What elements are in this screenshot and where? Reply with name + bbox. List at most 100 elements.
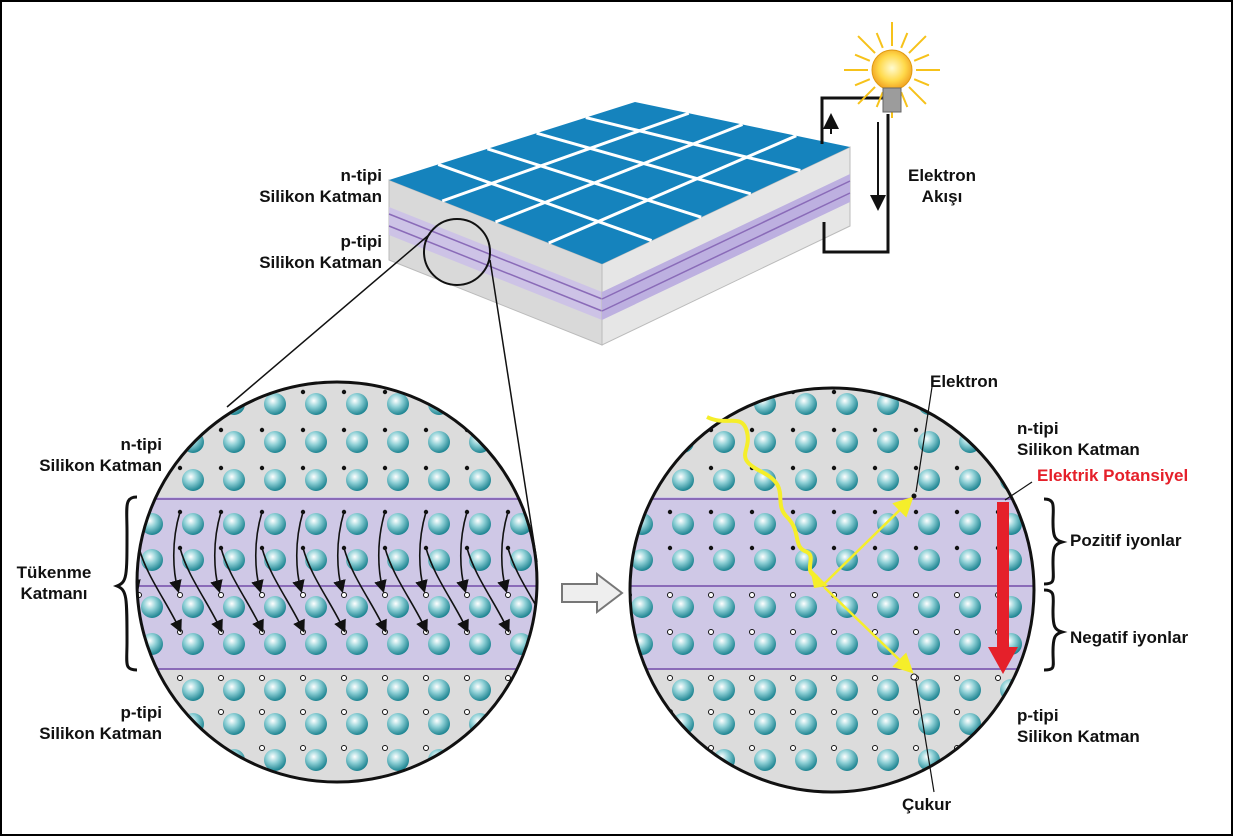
silicon-atom: [713, 713, 735, 735]
silicon-atom: [836, 469, 858, 491]
silicon-atom: [713, 679, 735, 701]
silicon-atom: [387, 633, 409, 655]
silicon-atom: [141, 393, 163, 415]
silicon-atom: [469, 749, 491, 771]
silicon-atom: [877, 633, 899, 655]
silicon-atom: [387, 596, 409, 618]
positive-ions-label: Pozitif iyonlar: [1070, 531, 1182, 550]
silicon-atom: [672, 549, 694, 571]
silicon-atom: [428, 469, 450, 491]
silicon-atom: [631, 713, 653, 735]
silicon-atom: [836, 431, 858, 453]
silicon-atom: [672, 469, 694, 491]
silicon-atom: [346, 713, 368, 735]
silicon-atom: [387, 549, 409, 571]
silicon-atom: [469, 469, 491, 491]
silicon-atom: [754, 713, 776, 735]
photon-wave-icon: [706, 415, 818, 579]
silicon-atom: [510, 431, 532, 453]
silicon-atom: [264, 596, 286, 618]
silicon-atom: [182, 393, 204, 415]
silicon-atom: [428, 549, 450, 571]
silicon-atom: [182, 749, 204, 771]
silicon-atom: [1000, 749, 1022, 771]
silicon-atom: [631, 596, 653, 618]
silicon-atom: [713, 596, 735, 618]
zoom-line: [489, 259, 538, 563]
silicon-atom: [836, 633, 858, 655]
solar-panel: [388, 102, 851, 346]
silicon-atom: [959, 513, 981, 535]
silicon-atom: [264, 431, 286, 453]
silicon-atom: [346, 679, 368, 701]
silicon-atom: [305, 713, 327, 735]
silicon-atom: [428, 596, 450, 618]
silicon-atom: [877, 549, 899, 571]
silicon-atom: [959, 679, 981, 701]
silicon-atom: [264, 393, 286, 415]
negative-ions-label: Negatif iyonlar: [1070, 628, 1189, 647]
silicon-atom: [182, 633, 204, 655]
silicon-atom: [141, 596, 163, 618]
silicon-atom: [469, 596, 491, 618]
silicon-atom: [428, 513, 450, 535]
silicon-atom: [223, 431, 245, 453]
silicon-atom: [346, 749, 368, 771]
silicon-atom: [428, 431, 450, 453]
electron-path-arrow: [823, 496, 914, 585]
silicon-atom: [264, 549, 286, 571]
silicon-atom: [223, 596, 245, 618]
silicon-atom: [264, 513, 286, 535]
silicon-atom: [795, 713, 817, 735]
silicon-atom: [387, 679, 409, 701]
silicon-atom: [631, 679, 653, 701]
silicon-atom: [877, 596, 899, 618]
silicon-atom: [305, 549, 327, 571]
electron-label: Elektron: [930, 372, 999, 391]
hole-path-arrow: [823, 586, 914, 674]
silicon-atom: [959, 749, 981, 771]
silicon-atom: [346, 633, 368, 655]
hole-label: Çukur: [902, 795, 952, 814]
silicon-atom: [631, 393, 653, 415]
silicon-atom: [631, 431, 653, 453]
silicon-atom: [428, 633, 450, 655]
silicon-atom: [510, 749, 532, 771]
silicon-atom: [223, 469, 245, 491]
silicon-atom: [754, 633, 776, 655]
silicon-atom: [672, 431, 694, 453]
silicon-atom: [387, 393, 409, 415]
silicon-atom: [836, 679, 858, 701]
silicon-atom: [795, 596, 817, 618]
silicon-atom: [713, 633, 735, 655]
silicon-atom: [305, 633, 327, 655]
silicon-atom: [795, 679, 817, 701]
silicon-atom: [959, 469, 981, 491]
silicon-atom: [795, 431, 817, 453]
silicon-atom: [918, 633, 940, 655]
silicon-atom: [754, 431, 776, 453]
silicon-atom: [713, 469, 735, 491]
zoom-circle: [423, 218, 491, 286]
silicon-atom: [346, 469, 368, 491]
silicon-atom: [959, 596, 981, 618]
silicon-atom: [264, 633, 286, 655]
silicon-atom: [795, 469, 817, 491]
silicon-atom: [305, 393, 327, 415]
silicon-atom: [672, 633, 694, 655]
silicon-atom: [182, 679, 204, 701]
transition-arrow-icon: [561, 571, 624, 615]
silicon-atom: [672, 679, 694, 701]
silicon-atom: [223, 549, 245, 571]
silicon-atom: [469, 679, 491, 701]
zoom-line: [226, 233, 431, 408]
electric-potential-arrow-icon: [988, 502, 1018, 674]
silicon-atom: [672, 749, 694, 771]
silicon-atom: [795, 749, 817, 771]
